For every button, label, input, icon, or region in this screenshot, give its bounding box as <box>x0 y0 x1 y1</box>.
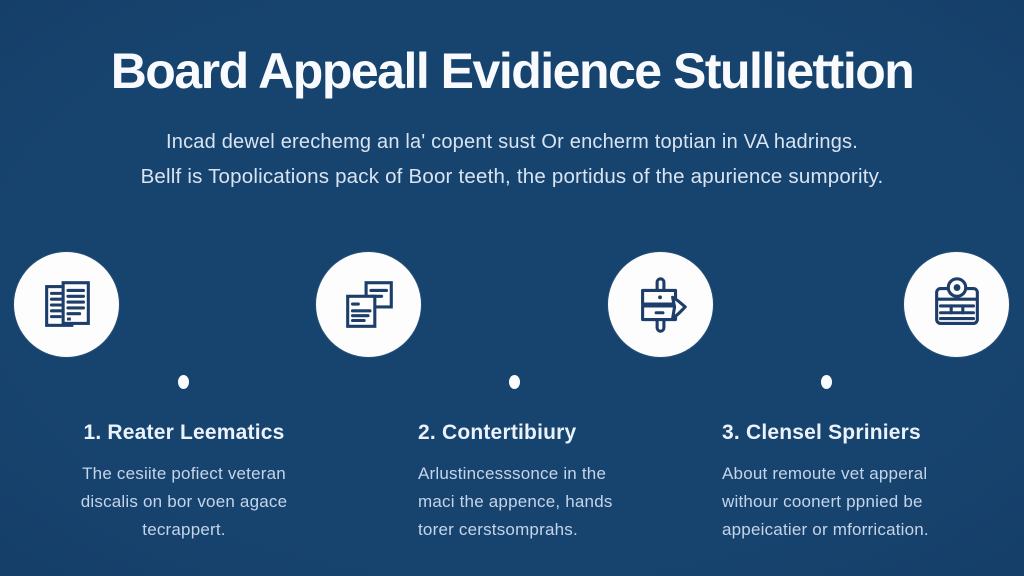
section-1: 1. Reater Leematics The cesiite pofiect … <box>58 421 310 544</box>
signpost-arrow-icon <box>630 274 692 336</box>
subtitle-line-1: Incad dewel erechemg an la' copent sust … <box>166 131 858 153</box>
icon-circle-1 <box>14 252 119 357</box>
section-1-heading: 1. Reater Leematics <box>83 421 285 444</box>
step-dot-2 <box>509 375 520 389</box>
stacked-list-lens-icon <box>926 274 988 336</box>
section-1-body: The cesiite pofiect veteran discalis on … <box>80 464 288 539</box>
document-pages-icon <box>36 274 98 336</box>
section-3: 3. Clensel Spriniers About remoute vet a… <box>722 421 968 544</box>
overlapping-notes-icon <box>338 274 400 336</box>
icon-circle-4 <box>904 252 1009 357</box>
icon-circle-3 <box>608 252 713 357</box>
step-dot-1 <box>178 375 189 389</box>
section-2: 2. Contertibiury Arlustincesssonce in th… <box>418 421 668 544</box>
section-3-body: About remoute vet apperal withour cooner… <box>722 464 929 539</box>
section-2-heading: 2. Contertibiury <box>418 421 577 444</box>
page-title: Board Appeall Evidience Stulliettion <box>110 43 915 99</box>
section-2-body: Arlustincesssonce in the maci the appenc… <box>418 464 613 539</box>
step-dot-3 <box>821 375 832 389</box>
subtitle-line-2: Bellf is Topolications pack of Boor teet… <box>140 165 884 188</box>
section-3-heading: 3. Clensel Spriniers <box>722 421 921 444</box>
icon-circle-2 <box>316 252 421 357</box>
subtitle: Incad dewel erechemg an la' copent sust … <box>0 131 1024 189</box>
